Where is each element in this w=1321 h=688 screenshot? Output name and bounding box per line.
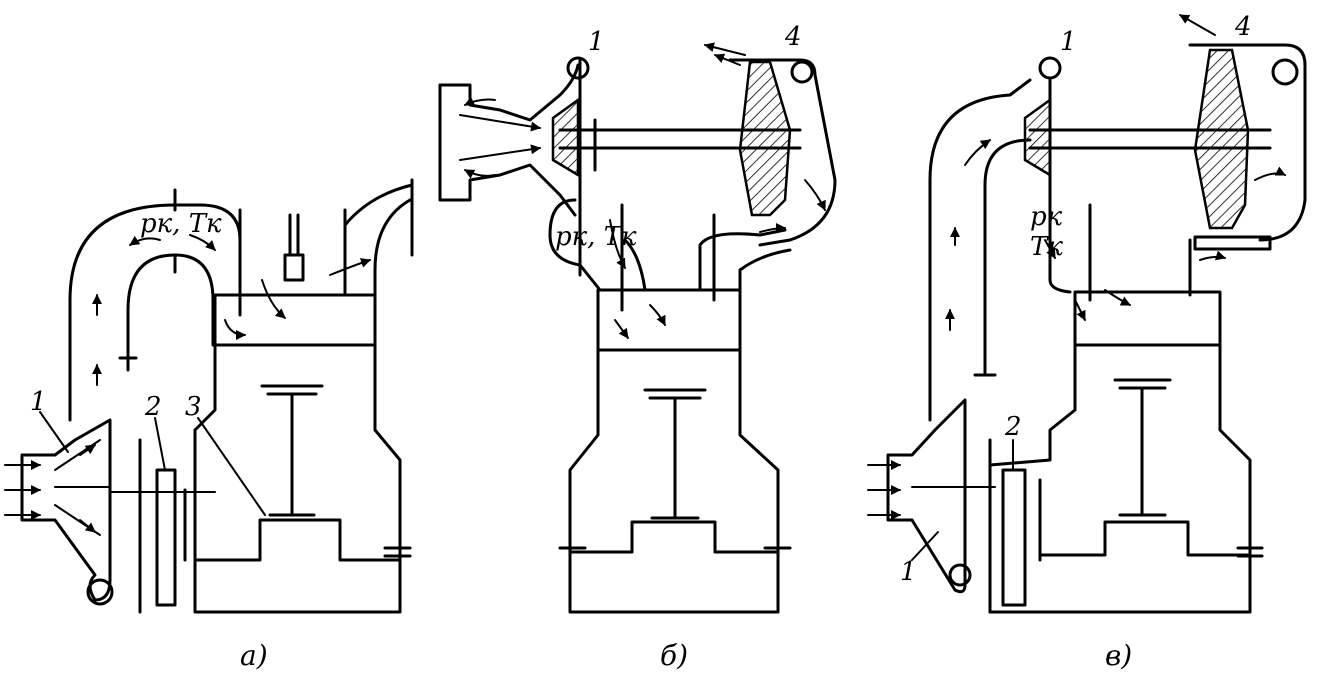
piston-c (1113, 378, 1172, 517)
turbine-wheel-b (738, 60, 792, 217)
label-pk-tk-b: pк, Tк (555, 222, 637, 252)
intake-chamber-b (548, 198, 647, 292)
cylinder-b (596, 288, 742, 352)
compressor-wheel-c (1023, 97, 1052, 178)
turbocharger-b (438, 56, 837, 277)
intake-manifold-a (68, 188, 242, 422)
turbine-wheel-c (1193, 48, 1250, 230)
label-4-c: 4 (1234, 12, 1252, 42)
blower-a (20, 418, 114, 606)
label-2-a: 2 (144, 392, 162, 422)
exhaust-pipe-a (343, 178, 414, 297)
injector-a (283, 213, 305, 282)
intake-manifold-c (928, 78, 1032, 422)
crankcase-b (558, 348, 792, 614)
blower-c (886, 398, 996, 594)
crankcase-c (988, 343, 1264, 614)
label-3-a: 3 (185, 392, 202, 422)
leader-3-a (197, 417, 266, 516)
diagram-c: 1 4 2 1 pк Tк в) (867, 12, 1307, 672)
piston-a (260, 384, 324, 517)
label-2-c: 2 (1004, 412, 1022, 442)
diagram-b: 1 4 pк, Tк б) (438, 22, 837, 672)
label-pk-c: pк (1030, 202, 1063, 232)
label-1-c: 1 (1060, 27, 1077, 57)
cylinder-c (1073, 290, 1222, 347)
label-1-a: 1 (30, 387, 47, 417)
flow-arrows-c (867, 14, 1286, 520)
diagram-a: 1 2 3 pк, Tк а) (4, 178, 414, 672)
label-tk-c: Tк (1030, 232, 1063, 262)
exhaust-pipe-b (698, 228, 792, 292)
flow-arrows-a (4, 234, 371, 533)
leader-1-lower-c (911, 531, 939, 561)
leader-1-a (39, 411, 69, 453)
label-pk-tk-a: pк, Tк (140, 209, 222, 239)
label-1-b: 1 (588, 27, 605, 57)
caption-c: в) (1105, 639, 1132, 672)
leader-2-a (154, 417, 166, 471)
caption-a: а) (240, 639, 268, 672)
compressor-wheel-b (551, 97, 580, 178)
caption-b: б) (660, 639, 688, 672)
turbocharger-c (1023, 43, 1307, 294)
gear-drive-a (109, 438, 216, 614)
crankcase-a (193, 343, 412, 614)
flow-arrows-b (459, 42, 826, 339)
label-1-lower-c: 1 (900, 557, 917, 587)
piston-b (643, 388, 707, 520)
label-4-b: 4 (784, 22, 802, 52)
